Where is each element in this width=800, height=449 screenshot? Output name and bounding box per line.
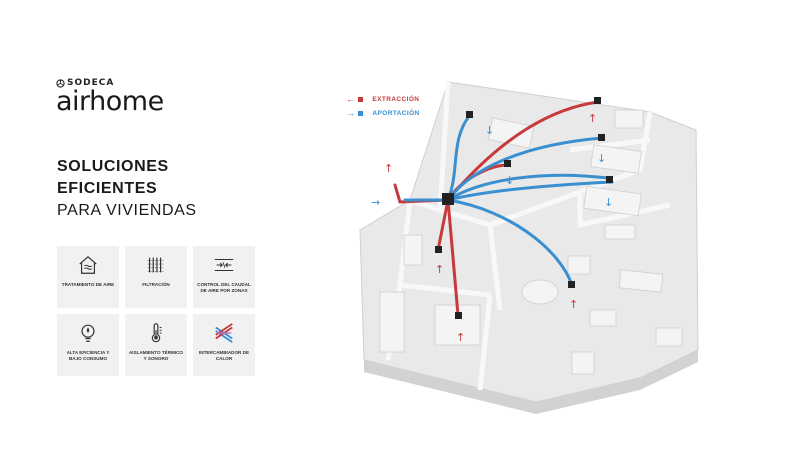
feature-tile-zone-control: CONTROL DEL CAUDAL DE AIRE POR ZONAS	[193, 246, 255, 308]
company-name: SODECA	[67, 78, 115, 88]
floor-edge	[364, 350, 698, 414]
legend-extraction-label: EXTRACCIÓN	[372, 95, 420, 103]
svg-text:↓: ↓	[505, 174, 514, 187]
left-arrow-icon: ←	[346, 93, 356, 104]
headline: SOLUCIONES EFICIENTES PARA VIVIENDAS	[57, 156, 197, 222]
feature-label: ALTA EFICIENCIA Y BAJO CONSUMO	[66, 350, 110, 361]
product-name: airhome	[56, 86, 164, 117]
feature-label: FILTRACIÓN	[142, 282, 170, 287]
svg-text:↓: ↓	[597, 152, 606, 165]
feature-label: CONTROL DEL CAUDAL DE AIRE POR ZONAS	[197, 282, 251, 293]
svg-text:↑: ↑	[588, 112, 597, 125]
feature-label: AISLAMIENTO TÉRMICO Y SONORO	[128, 350, 184, 361]
feature-label: INTERCAMBIADOR DE CALOR	[198, 350, 250, 361]
svg-text:↑: ↑	[435, 263, 444, 276]
flow-arrows: ↑ → ↑ ↑ ↑ ↓ ↓ ↓ ↓ ↑	[371, 112, 613, 344]
feature-tile-air-treatment: TRATAMIENTO DE AIRE	[57, 246, 119, 308]
headline-line-3: PARA VIVIENDAS	[57, 202, 197, 219]
furniture	[379, 109, 683, 375]
headline-line-2: EFICIENTES	[57, 180, 158, 197]
svg-text:↓: ↓	[604, 196, 613, 209]
svg-text:↓: ↓	[485, 124, 494, 137]
feature-tile-insulation: AISLAMIENTO TÉRMICO Y SONORO	[125, 314, 187, 376]
efficiency-bulb-icon	[81, 324, 95, 342]
feature-tile-heat-exchanger: INTERCAMBIADOR DE CALOR	[193, 314, 255, 376]
feature-tile-efficiency: ALTA EFICIENCIA Y BAJO CONSUMO	[57, 314, 119, 376]
extraction-swatch	[358, 96, 364, 102]
company-logo: SODECA	[56, 78, 164, 88]
fan-icon	[56, 78, 65, 88]
zone-control-icon	[214, 259, 234, 271]
svg-text:↑: ↑	[456, 331, 465, 344]
features-grid: TRATAMIENTO DE AIRE FILTRACIÓN CONTROL D…	[57, 246, 255, 376]
right-arrow-icon: →	[346, 107, 356, 118]
headline-line-1: SOLUCIONES	[57, 158, 169, 175]
legend-supply: → APORTACIÓN	[346, 106, 420, 120]
supply-ducts	[403, 113, 614, 287]
filter-icon	[147, 257, 164, 273]
brand-logo: SODECA airhome	[56, 78, 164, 117]
house-floorplan-illustration: ↑ → ↑ ↑ ↑ ↓ ↓ ↓ ↓ ↑	[359, 81, 699, 414]
house-air-icon	[79, 255, 97, 274]
legend-extraction: ← EXTRACCIÓN	[346, 92, 420, 106]
svg-text:→: →	[371, 196, 380, 209]
heat-exchanger-icon	[215, 323, 233, 343]
svg-text:↑: ↑	[384, 162, 393, 175]
airflow-legend: ← EXTRACCIÓN → APORTACIÓN	[346, 92, 420, 120]
legend-supply-label: APORTACIÓN	[372, 109, 420, 117]
vent-units	[435, 97, 613, 319]
supply-swatch	[358, 110, 364, 116]
thermometer-icon	[151, 323, 162, 343]
feature-tile-filtration: FILTRACIÓN	[125, 246, 187, 308]
feature-label: TRATAMIENTO DE AIRE	[61, 282, 115, 287]
svg-text:↑: ↑	[569, 298, 578, 311]
